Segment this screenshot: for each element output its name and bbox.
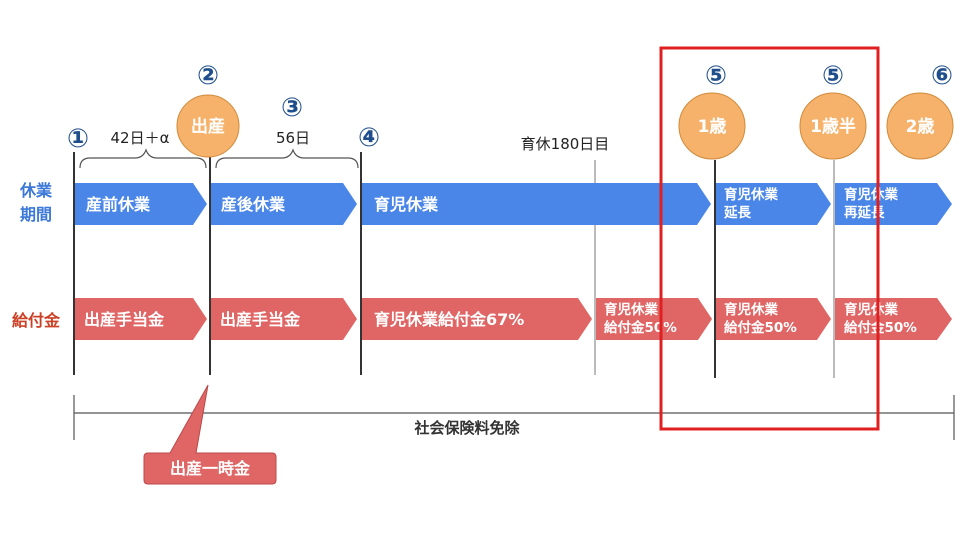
maternity-allowance-1-label: 出産手当金 xyxy=(84,310,165,329)
postnatal-leave-label: 産後休業 xyxy=(221,195,286,214)
childcare-benefit-50-c-label-2: 給付金50% xyxy=(844,319,917,336)
marker-1: ① xyxy=(67,124,89,154)
marker-2: ② xyxy=(197,61,219,91)
row-label-leave-line1: 休業 xyxy=(19,181,53,200)
leave-row xyxy=(75,183,952,225)
arrow-maternity-allowance-2 xyxy=(211,298,357,340)
marker-6: ⑥ xyxy=(931,61,953,91)
marker-4: ④ xyxy=(358,123,380,153)
marker-3: ③ xyxy=(281,93,303,123)
brace-after-birth xyxy=(215,148,359,169)
highlight-frame xyxy=(659,46,880,431)
arrow-leave-reextension xyxy=(835,183,952,225)
circle-age-1-5-label: 1歳半 xyxy=(810,116,856,137)
childcare-benefit-50-a-label-2: 給付金50% xyxy=(604,319,677,336)
childcare-benefit-67-label: 育児休業給付金67% xyxy=(374,310,524,329)
circle-birth-label: 出産 xyxy=(191,116,225,137)
marker-5a: ⑤ xyxy=(705,61,727,91)
span-after-birth-label: 56日 xyxy=(276,129,310,147)
leave-reextension-label-2: 再延長 xyxy=(844,204,885,221)
childcare-benefit-50-b-label-2: 給付金50% xyxy=(724,319,797,336)
benefit-row xyxy=(75,298,952,340)
row-label-benefit: 給付金 xyxy=(12,311,61,330)
arrow-postnatal-leave xyxy=(211,183,357,225)
leave-reextension-label-1: 育児休業 xyxy=(844,186,898,203)
arrow-prenatal-leave xyxy=(75,183,207,225)
social-insurance-exemption-label: 社会保険料免除 xyxy=(413,419,520,437)
prenatal-leave-label: 産前休業 xyxy=(86,195,151,214)
circle-age-1-5: 1歳半 xyxy=(799,92,867,160)
arrow-childcare-benefit-67 xyxy=(362,298,592,340)
marker-5b: ⑤ xyxy=(822,61,844,91)
childcare-benefit-50-c-label-1: 育児休業 xyxy=(844,301,898,318)
circle-age-2: 2歳 xyxy=(886,92,954,160)
circle-age-1: 1歳 xyxy=(678,92,746,160)
leave-extension-label-1: 育児休業 xyxy=(724,186,778,203)
span-before-birth-label: 42日＋α xyxy=(111,129,170,147)
arrow-maternity-allowance-1 xyxy=(75,298,207,340)
circle-age-1-label: 1歳 xyxy=(698,116,727,137)
circle-age-2-label: 2歳 xyxy=(906,116,935,137)
arrow-childcare-benefit-50-a xyxy=(596,298,712,340)
brace-before-birth xyxy=(79,148,207,169)
circle-birth: 出産 xyxy=(176,94,240,158)
row-label-leave-line2: 期間 xyxy=(20,205,52,224)
lump-sum-callout: 出産一時金 xyxy=(143,384,277,485)
arrow-childcare-leave xyxy=(362,183,711,225)
childcare-benefit-50-b-label-1: 育児休業 xyxy=(724,301,778,318)
childcare-benefit-50-a-label-1: 育児休業 xyxy=(604,301,658,318)
maternity-allowance-2-label: 出産手当金 xyxy=(220,310,301,329)
arrow-childcare-benefit-50-b xyxy=(716,298,831,340)
arrow-leave-extension xyxy=(716,183,831,225)
childcare-leave-label: 育児休業 xyxy=(374,195,439,214)
social-insurance-bracket xyxy=(73,395,955,440)
arrow-childcare-benefit-50-c xyxy=(835,298,952,340)
day180-label: 育休180日目 xyxy=(521,135,610,153)
leave-extension-label-2: 延長 xyxy=(723,204,752,221)
lump-sum-label: 出産一時金 xyxy=(170,459,251,478)
